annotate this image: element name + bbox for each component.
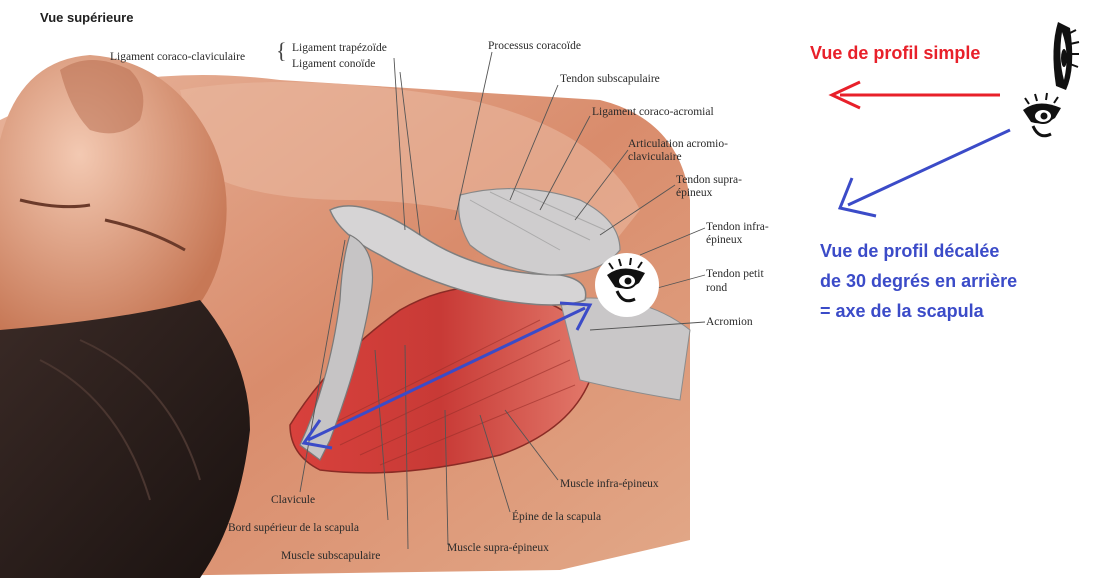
annotation-offset-line2: de 30 degrés en arrière [820, 271, 1018, 291]
blue-arrow [837, 128, 1011, 218]
label-coraco-acromial: Ligament coraco-acromial [592, 106, 714, 118]
label-infra-epineux-2: épineux [706, 234, 743, 246]
annotation-simple-profile: Vue de profil simple [810, 38, 980, 68]
red-arrow [828, 80, 1000, 110]
label-infra-epineux-1: Tendon infra- [706, 221, 769, 233]
hair [0, 300, 250, 578]
label-acromio-claviculaire-2: claviculaire [628, 151, 682, 163]
label-muscle-infra-epineux: Muscle infra-épineux [560, 478, 659, 490]
label-muscle-supra-epineux: Muscle supra-épineux [447, 542, 549, 554]
label-clavicule: Clavicule [271, 494, 316, 506]
label-conoide: Ligament conoïde [292, 58, 376, 70]
label-tendon-subscapulaire: Tendon subscapulaire [560, 73, 660, 85]
label-epine: Épine de la scapula [512, 511, 602, 523]
label-supra-epineux-2: épineux [676, 187, 713, 199]
label-petit-rond-2: rond [706, 282, 728, 294]
label-acromion: Acromion [706, 316, 753, 328]
leader-lines [299, 51, 706, 550]
head [0, 55, 227, 340]
label-supra-epineux-1: Tendon supra- [676, 174, 742, 186]
label-coraco-claviculaire: Ligament coraco-claviculaire [110, 51, 246, 63]
label-processus-coracoide: Processus coracoïde [488, 40, 581, 52]
label-trapezoide: Ligament trapézoïde [292, 42, 387, 54]
annotation-offset-line3: = axe de la scapula [820, 301, 984, 321]
brace: { [276, 38, 287, 63]
annotation-simple-profile-text: Vue de profil simple [810, 43, 981, 63]
figure-title: Vue supérieure [40, 10, 134, 25]
eye-icon [607, 257, 645, 303]
eye-icon [1053, 22, 1080, 90]
annotation-offset-profile: Vue de profil décalée de 30 degrés en ar… [820, 236, 1017, 326]
scapula-muscles [289, 286, 691, 474]
eye-icon [1023, 92, 1061, 138]
scapula-axis-arrow [301, 301, 593, 450]
label-petit-rond-1: Tendon petit [706, 268, 764, 280]
label-muscle-subscapulaire: Muscle subscapulaire [281, 550, 381, 562]
label-bord-superieur: Bord supérieur de la scapula [228, 522, 359, 534]
label-acromio-claviculaire-1: Articulation acromio- [628, 138, 728, 150]
annotation-offset-line1: Vue de profil décalée [820, 241, 1000, 261]
